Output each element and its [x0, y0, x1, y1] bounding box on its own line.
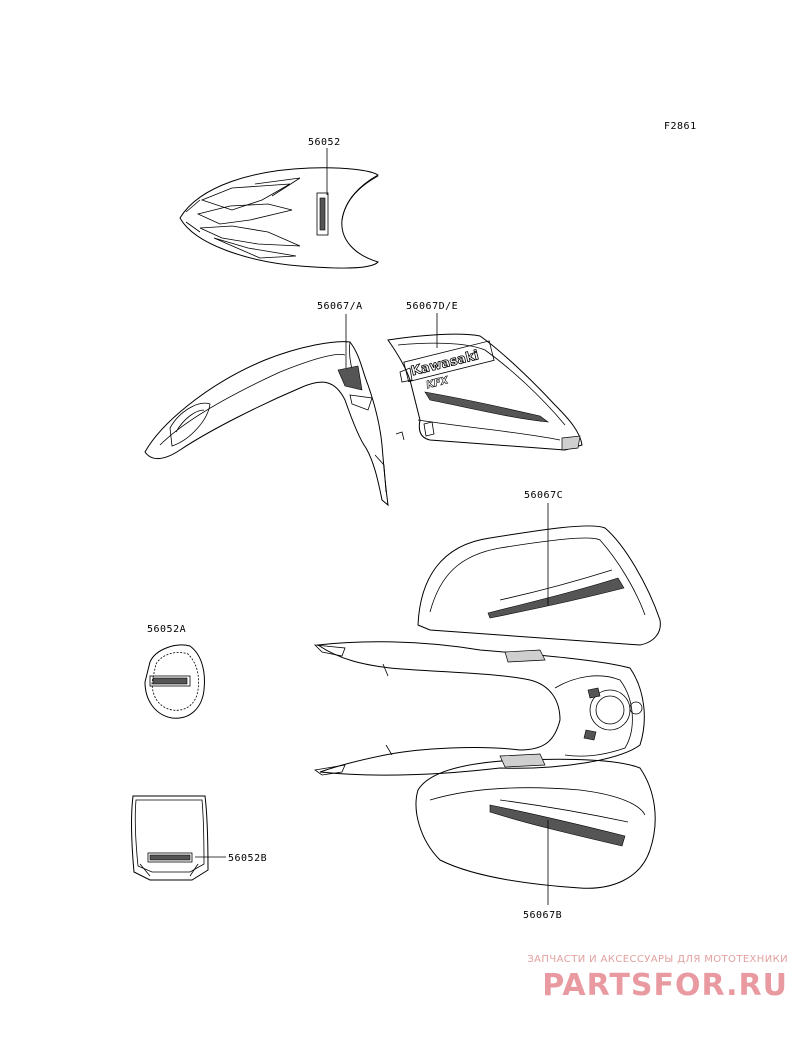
watermark-logo[interactable]: PARTSFOR.RU — [542, 968, 788, 1003]
part-56067DE-side-panel[interactable]: Kawasaki KFX — [387, 333, 583, 451]
part-56067C-56067B-rear-fender[interactable] — [313, 525, 661, 889]
part-56067A-front-fender-left[interactable] — [144, 341, 389, 507]
figure-code: F2861 — [664, 121, 697, 132]
part-56052B-front-shield[interactable] — [130, 795, 209, 881]
label-56052A: 56052A — [147, 624, 186, 635]
label-56067A: 56067/A — [317, 301, 363, 312]
label-56067C: 56067C — [524, 490, 563, 501]
label-56067DE: 56067D/E — [406, 301, 458, 312]
watermark-tagline: ЗАПЧАСТИ И АКСЕССУАРЫ ДЛЯ МОТОТЕХНИКИ — [527, 954, 788, 965]
label-56052: 56052 — [308, 137, 341, 148]
decal-model-text: KFX — [425, 375, 451, 391]
part-56052A-engine-cover-emblem[interactable] — [144, 644, 205, 719]
part-56052-front-cowl[interactable] — [179, 167, 379, 269]
label-56052B: 56052B — [228, 853, 267, 864]
label-56067B: 56067B — [523, 910, 562, 921]
